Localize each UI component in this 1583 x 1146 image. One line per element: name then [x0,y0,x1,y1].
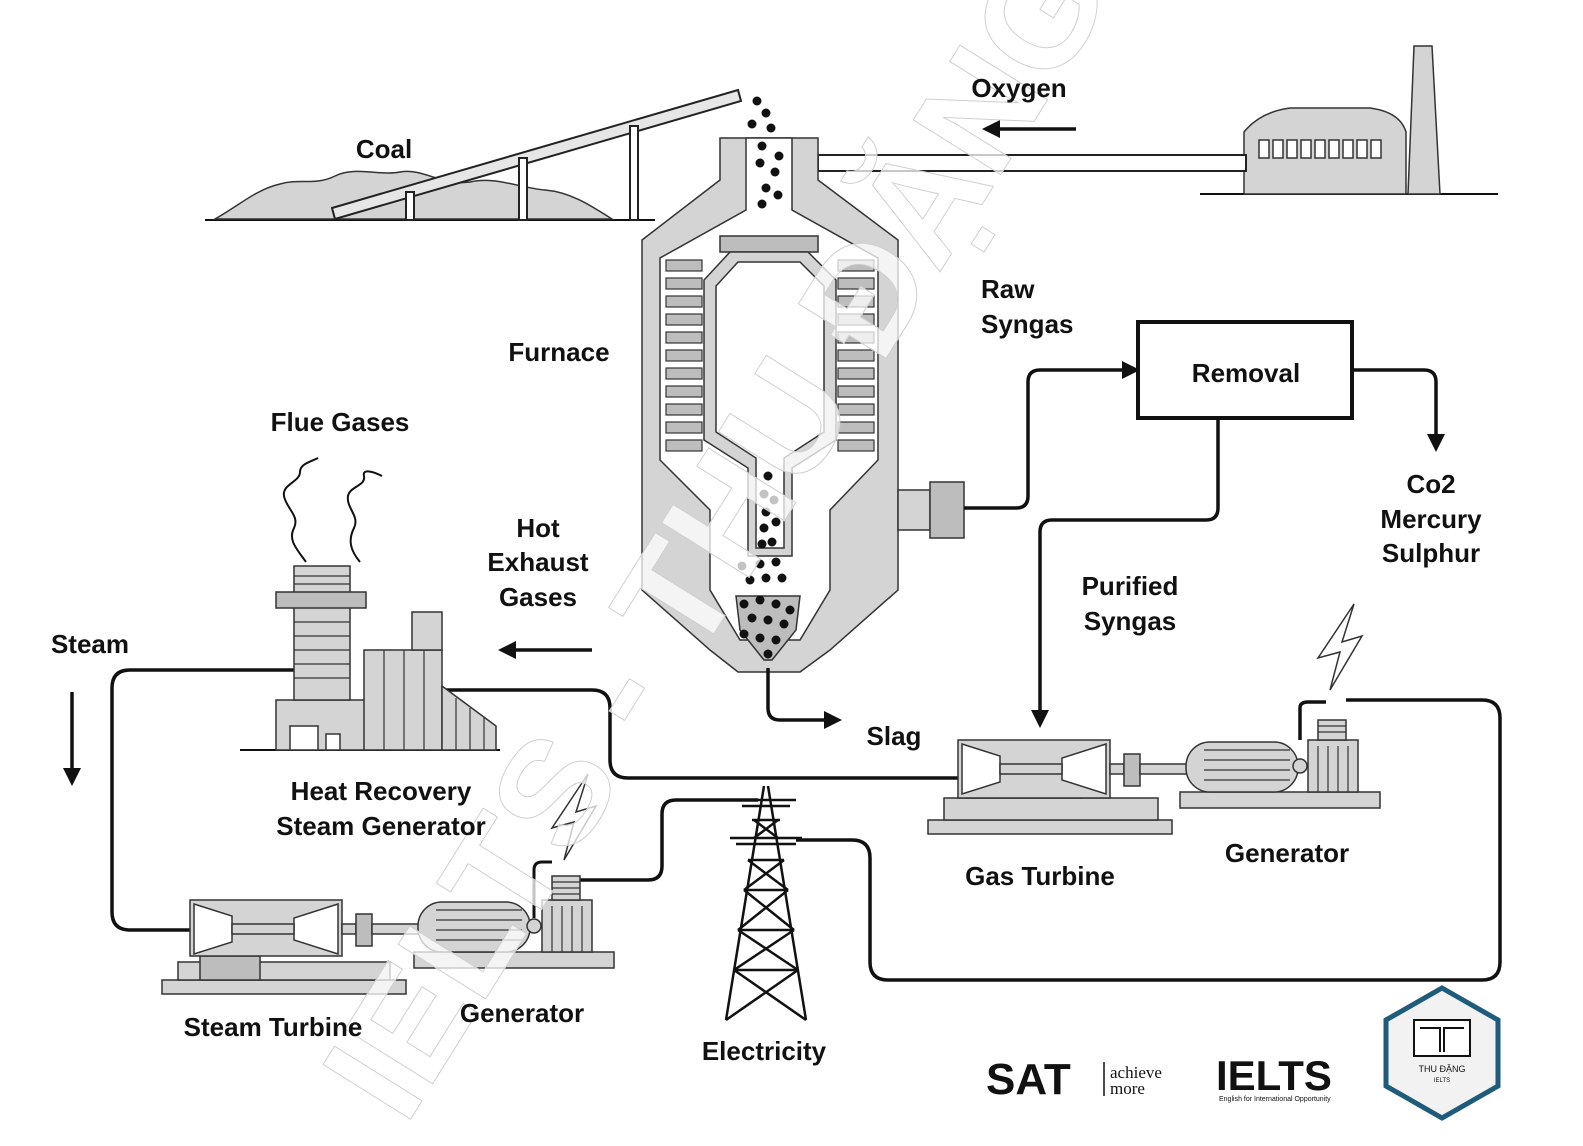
label-purified-syngas-1: Purified [1082,571,1179,601]
hrsg-building-icon [240,565,500,751]
raw-syngas-pipe [964,368,1124,510]
ielts-logo: IELTS English for International Opportun… [1216,1052,1332,1103]
removal-box [1136,320,1354,420]
electricity-line-right [796,698,1502,982]
label-mercury: Mercury [1380,504,1482,534]
raw-syngas-arrow-icon [1122,361,1140,379]
slag-pipe [766,668,826,722]
purified-syngas-pipe [1038,418,1220,712]
coal-particles-icon [737,96,795,659]
label-hrsg-2: Steam Generator [276,811,486,841]
steam-turbine-icon [161,899,421,995]
label-oxygen: Oxygen [971,73,1066,103]
label-flue-gases: Flue Gases [271,407,410,437]
label-gas-turbine: Gas Turbine [965,861,1115,891]
lightning-right-icon [1316,603,1364,691]
label-raw-syngas-1: Raw [981,274,1035,304]
oxygen-plant-icon [1200,45,1498,195]
svg-text:THU ĐẶNG: THU ĐẶNG [1419,1064,1466,1074]
label-hot-exhaust-2: Exhaust [487,547,588,577]
svg-text:more: more [1110,1079,1145,1098]
label-steam-turbine: Steam Turbine [184,1012,363,1042]
label-co2: Co2 [1406,469,1455,499]
generator-left-icon [413,860,615,969]
furnace-icon [641,137,965,673]
label-hot-exhaust-3: Gases [499,582,577,612]
svg-text:IELTS: IELTS [1434,1078,1450,1084]
flue-gas-smoke-icon [282,457,383,563]
electricity-pylon-icon [724,785,808,1022]
label-electricity: Electricity [702,1036,827,1066]
generator-right-connector [1298,700,1326,740]
exhaust-pipe [440,688,962,780]
oxygen-arrow-icon [982,120,1076,138]
label-raw-syngas-2: Syngas [981,309,1074,339]
generator-right-icon [1179,719,1381,809]
label-hot-exhaust-1: Hot [516,513,560,543]
sat-logo: SAT achieve more [986,1055,1162,1104]
steam-pipe [110,668,294,932]
svg-text:English for International Oppo: English for International Opportunity [1219,1096,1331,1103]
label-steam: Steam [51,629,129,659]
label-furnace: Furnace [508,337,609,367]
emissions-pipe [1352,368,1438,436]
hot-exhaust-arrow-icon [498,641,592,659]
conveyor-belt-icon [330,88,743,221]
label-purified-syngas-2: Syngas [1084,606,1177,636]
slag-arrow-icon [824,711,842,729]
svg-text:SAT: SAT [986,1055,1071,1104]
label-generator-right: Generator [1225,838,1349,868]
gas-turbine-icon [927,739,1189,835]
label-generator-left: Generator [460,998,584,1028]
electricity-line-left [580,798,758,882]
purified-syngas-arrow-icon [1031,710,1049,728]
label-coal: Coal [356,134,412,164]
label-removal: Removal [1192,358,1300,388]
watermark: IELTS - THU ĐẶNG [290,0,1142,1145]
lightning-left-icon [550,773,598,861]
thudang-badge-logo: THU ĐẶNG IELTS [1383,985,1501,1121]
label-hrsg-1: Heat Recovery [291,776,472,806]
label-slag: Slag [867,721,922,751]
emissions-arrow-icon [1427,434,1445,452]
svg-text:achieve: achieve [1110,1063,1162,1082]
label-sulphur: Sulphur [1382,538,1480,568]
svg-text:IELTS: IELTS [1216,1052,1332,1099]
steam-arrow-icon [63,692,81,786]
